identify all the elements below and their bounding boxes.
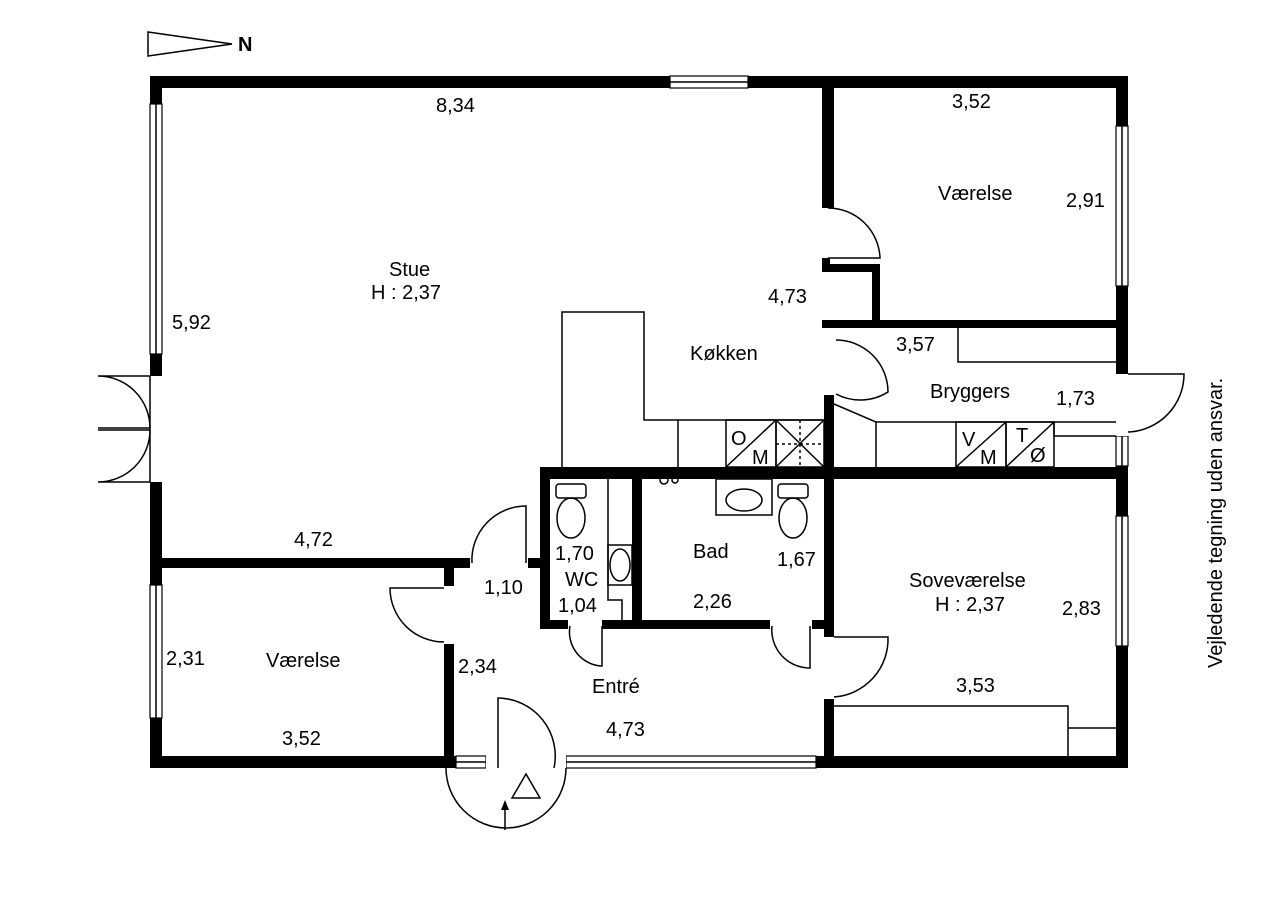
dim-entre-width: 4,73 [606,719,645,741]
kitchen-counters [561,311,825,468]
dim-entre-depth: 2,34 [458,656,497,678]
dim-bryggers-depth: 1,73 [1056,388,1095,410]
room-vaerelse-sw-name: Værelse [266,650,340,672]
dim-bad-depth: 1,67 [777,549,816,571]
oven-label: O [731,428,747,450]
room-bad-name: Bad [693,541,729,563]
dim-vaerelse-sw-width: 3,52 [282,728,321,750]
dryer-o-label: Ø [1030,445,1046,467]
room-koekken-name: Køkken [690,343,758,365]
room-entre-name: Entré [592,676,640,698]
windows [149,75,1129,769]
washer-m-label: M [980,447,997,469]
dim-vaerelse-ne-depth: 2,91 [1066,190,1105,212]
bryggers-fixtures [833,328,1116,468]
dim-koekken: 4,73 [768,286,807,308]
disclaimer-text: Vejledende tegning uden ansvar. [1205,378,1227,668]
room-sove-name: Soveværelse [909,570,1026,592]
dim-vaerelse-sw-depth: 2,31 [166,648,205,670]
room-stue-name: Stue [389,259,430,281]
dim-stue-bottom: 4,72 [294,529,333,551]
room-wc-name: WC [565,569,598,591]
bath-fixtures [555,475,809,620]
dim-vaerelse-ne-width: 3,52 [952,91,991,113]
dim-wc-width: 1,04 [558,595,597,617]
micro-label: M [752,447,769,469]
north-arrow-icon [147,31,233,57]
dim-stue-depth: 5,92 [172,312,211,334]
dim-bryggers-width: 3,57 [896,334,935,356]
doors [97,207,1185,829]
dim-hall-small: 1,10 [484,577,523,599]
dryer-label: T [1016,425,1028,447]
dim-wc-depth: 1,70 [555,543,594,565]
north-label: N [238,34,252,56]
room-vaerelse-ne-name: Værelse [938,183,1012,205]
washer-label: V [962,429,976,451]
dim-sove-width: 3,53 [956,675,995,697]
entrance-triangle-icon [510,772,542,799]
dim-bad-width: 2,26 [693,591,732,613]
dim-stue-width: 8,34 [436,95,475,117]
room-sove-height: H : 2,37 [935,594,1005,616]
room-bryggers-name: Bryggers [930,381,1010,403]
room-stue-height: H : 2,37 [371,282,441,304]
dim-sove-depth: 2,83 [1062,598,1101,620]
wardrobe [834,705,1116,756]
